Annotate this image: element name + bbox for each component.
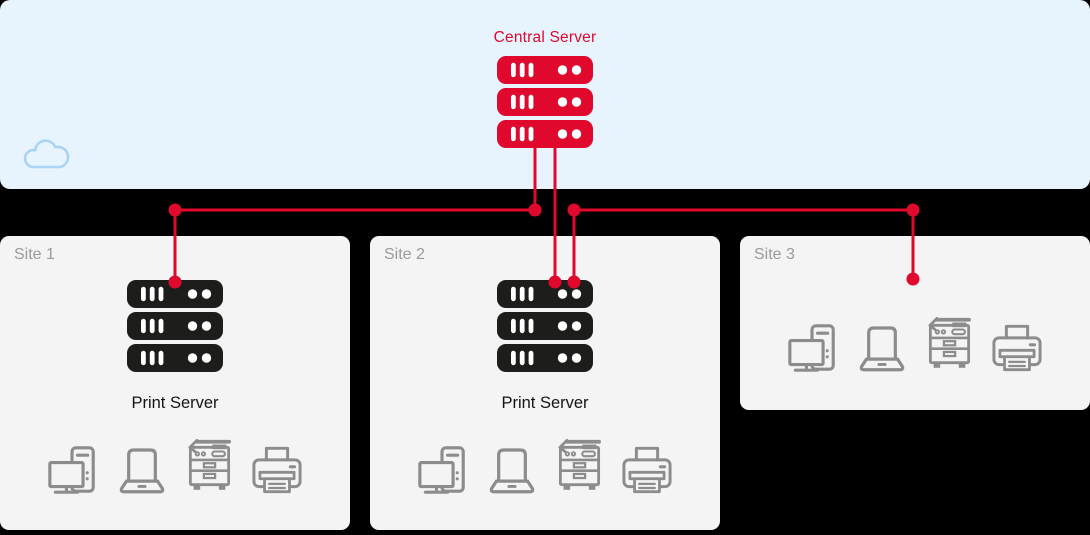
multifunction-copier-icon — [188, 438, 231, 494]
printer-icon — [622, 446, 672, 494]
central-server-label: Central Server — [493, 29, 597, 46]
cloud-icon — [21, 137, 71, 171]
device-row — [740, 316, 1090, 372]
site-2-box: Site 2 Print Server — [370, 236, 720, 530]
desktop-computer-icon — [48, 446, 96, 494]
print-server-label: Print Server — [501, 394, 589, 412]
site-3-label: Site 3 — [754, 246, 795, 263]
device-row — [0, 438, 350, 494]
laptop-icon — [857, 324, 907, 372]
server-stack-icon — [496, 56, 594, 148]
laptop-icon — [487, 446, 537, 494]
printer-icon — [252, 446, 302, 494]
site-3-box: Site 3 — [740, 236, 1090, 410]
desktop-computer-icon — [418, 446, 466, 494]
cloud-region: Central Server — [0, 0, 1090, 189]
connection-node — [528, 203, 542, 217]
server-stack-icon — [127, 280, 223, 372]
site-2-label: Site 2 — [384, 246, 425, 263]
connection-node — [567, 203, 581, 217]
print-server-label: Print Server — [131, 394, 219, 412]
printer-icon — [992, 324, 1042, 372]
central-server: Central Server — [445, 29, 645, 148]
server-stack-icon — [497, 280, 593, 372]
multifunction-copier-icon — [928, 316, 971, 372]
desktop-computer-icon — [788, 324, 836, 372]
connection-node — [906, 203, 920, 217]
laptop-icon — [117, 446, 167, 494]
multifunction-copier-icon — [558, 438, 601, 494]
connection-node — [168, 203, 182, 217]
site-1-label: Site 1 — [14, 246, 55, 263]
device-row — [370, 438, 720, 494]
site-1-box: Site 1 Print Server — [0, 236, 350, 530]
